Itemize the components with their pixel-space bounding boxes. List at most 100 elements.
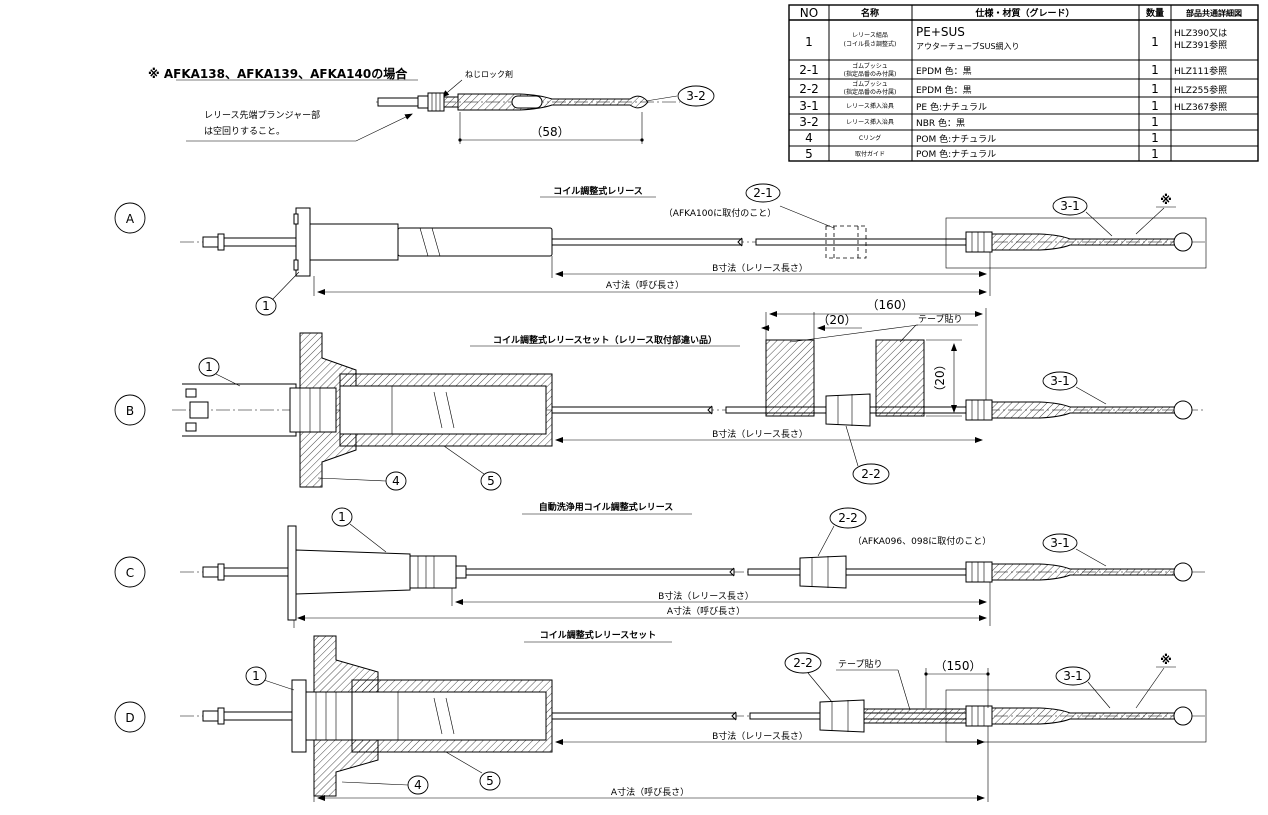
callout-bubble: 2-2 [838, 511, 858, 525]
callout-bubble: 3-2 [686, 89, 706, 103]
table-row: 1 レリース組品 (コイル長さ調整式) PE+SUS アウターチューブSUS網入… [805, 25, 1227, 51]
asterisk-mark: ※ [1160, 653, 1172, 667]
callout-bubble: 3-1 [1060, 199, 1080, 213]
row-name: Cリング [859, 134, 881, 142]
row-spec: PE+SUS [916, 25, 965, 39]
detail-view: ※ AFKA138、AFKA139、AFKA140の場合 ねじロック剤 レリース… [148, 66, 715, 144]
row-spec: POM 色:ナチュラル [916, 133, 996, 145]
install-note: （AFKA100に取付のこと） [664, 208, 776, 219]
view-a: A コイル調整式レリース [114, 183, 1207, 316]
row-spec: PE 色:ナチュラル [916, 101, 987, 113]
row-ref-sub: HLZ391参照 [1174, 39, 1227, 51]
row-ref: HLZ367参照 [1174, 101, 1227, 113]
asterisk-mark: ※ [1160, 193, 1172, 207]
dim-a: A寸法（呼び長さ） [667, 605, 745, 617]
callout-bubble: 3-1 [1050, 536, 1070, 550]
table-row: 3-1 レリース挿入治具 PE 色:ナチュラル 1 HLZ367参照 [799, 99, 1227, 113]
table-row: 2-1 ゴムブッシュ (指定品番のみ付属) EPDM 色：黒 1 HLZ111参… [799, 62, 1227, 78]
row-spec: NBR 色：黒 [916, 117, 965, 129]
table-row: 3-2 レリース挿入治具 NBR 色：黒 1 [799, 115, 1159, 129]
callout-bubble: 3-1 [1063, 669, 1083, 683]
row-qty: 1 [1151, 115, 1159, 129]
row-name-sub: (指定品番のみ付属) [844, 88, 897, 96]
row-spec-sub: アウターチューブSUS網入り [916, 41, 1020, 51]
parts-table: NO 名称 仕様・材質（グレード） 数量 部品共通詳細図 1 レリース組品 (コ… [788, 4, 1259, 162]
row-ref: HLZ390又は [1174, 28, 1227, 39]
row-no: 2-1 [799, 63, 819, 77]
view-title: コイル調整式レリースセット [540, 629, 657, 641]
dim-160: （160） [867, 298, 914, 312]
table-row: 4 Cリング POM 色:ナチュラル 1 [805, 131, 1159, 145]
row-spec: POM 色:ナチュラル [916, 148, 996, 160]
callout-bubble: 1 [338, 510, 346, 524]
detail-note-2: は空回りすること。 [204, 125, 285, 137]
dim-a: A寸法（呼び長さ） [611, 786, 689, 798]
callout-bubble: 5 [486, 774, 494, 788]
screw-lock-label: ねじロック剤 [465, 69, 513, 79]
row-name: レリース組品 [852, 31, 888, 39]
callout-bubble: 4 [392, 474, 400, 488]
table-row: 5 取付ガイド POM 色:ナチュラル 1 [805, 147, 1159, 161]
row-spec: EPDM 色：黒 [916, 65, 972, 77]
row-ref: HLZ255参照 [1174, 84, 1227, 96]
view-b: B コイル調整式レリースセット（レリース取付部違い品） [114, 298, 1205, 491]
view-title: コイル調整式レリースセット（レリース取付部違い品） [493, 334, 717, 346]
view-title: 自動洗浄用コイル調整式レリース [539, 501, 674, 513]
callout-bubble: 3-1 [1050, 374, 1070, 388]
view-title: コイル調整式レリース [553, 185, 643, 197]
row-name: 取付ガイド [855, 150, 885, 158]
callout-bubble: 5 [487, 474, 495, 488]
view-letter: D [125, 711, 134, 725]
row-qty: 1 [1151, 63, 1159, 77]
row-no: 5 [805, 147, 813, 161]
row-no: 4 [805, 131, 813, 145]
tape-label: テープ貼り [918, 313, 962, 325]
callout-bubble: 1 [262, 299, 270, 313]
row-name: レリース挿入治具 [846, 102, 894, 110]
view-letter: A [126, 212, 135, 226]
row-qty: 1 [1151, 99, 1159, 113]
dim-b: B寸法（レリース長さ） [712, 730, 808, 742]
view-letter: C [126, 566, 134, 580]
table-header-spec: 仕様・材質（グレード） [974, 7, 1074, 19]
row-name-sub: (指定品番のみ付属) [844, 70, 897, 78]
table-header-qty: 数量 [1146, 7, 1164, 19]
view-letter: B [126, 404, 134, 418]
dim-b: B寸法（レリース長さ） [658, 590, 754, 602]
table-row: 2-2 ゴムブッシュ (指定品番のみ付属) EPDM 色：黒 1 HLZ255参… [799, 80, 1227, 96]
row-no: 1 [805, 35, 813, 49]
row-qty: 1 [1151, 147, 1159, 161]
row-name: レリース挿入治具 [846, 118, 894, 126]
dim-b: B寸法（レリース長さ） [712, 262, 808, 274]
row-no: 3-1 [799, 99, 819, 113]
tape-label: テープ貼り [838, 658, 882, 670]
callout-bubble: 1 [205, 360, 213, 374]
row-no: 2-2 [799, 82, 819, 96]
dim-20-horizontal: （20） [817, 313, 856, 327]
callout-bubble: 2-2 [861, 467, 881, 481]
view-c: C 自動洗浄用コイル調整式レリース B寸法（レリース長さ） A寸法（呼び長さ [114, 501, 1205, 628]
dim-20-vertical: （20） [933, 358, 947, 397]
row-no: 3-2 [799, 115, 819, 129]
detail-note-1: レリース先端プランジャー部 [204, 109, 320, 121]
callout-bubble: 2-1 [753, 186, 773, 200]
row-name: ゴムブッシュ [852, 62, 888, 70]
dim-58: （58） [530, 125, 569, 139]
row-name-sub: (コイル長さ調整式) [844, 40, 897, 48]
row-ref: HLZ111参照 [1174, 65, 1227, 77]
view-d: D コイル調整式レリースセット [114, 629, 1207, 802]
detail-title: ※ AFKA138、AFKA139、AFKA140の場合 [148, 66, 408, 81]
table-header-name: 名称 [861, 7, 879, 19]
table-header-no: NO [800, 6, 818, 20]
install-note: （AFKA096、098に取付のこと） [853, 536, 992, 547]
row-name: ゴムブッシュ [852, 80, 888, 88]
table-header-ref: 部品共通詳細図 [1186, 8, 1242, 18]
dim-a: A寸法（呼び長さ） [606, 279, 684, 291]
callout-bubble: 4 [414, 778, 422, 792]
callout-bubble: 1 [252, 669, 260, 683]
dim-150: （150） [935, 659, 982, 673]
row-qty: 1 [1151, 131, 1159, 145]
callout-bubble: 2-2 [793, 656, 813, 670]
row-spec: EPDM 色：黒 [916, 84, 972, 96]
